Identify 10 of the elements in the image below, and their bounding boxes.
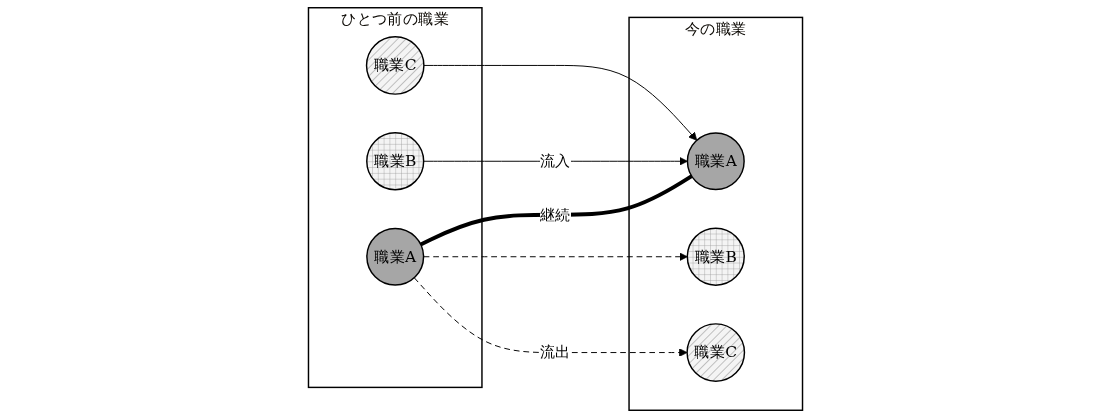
connector (419, 174, 693, 247)
edge-label: 継続 (540, 205, 571, 224)
node-circle: 職業C (365, 36, 425, 95)
node-circle: 職業B (686, 227, 745, 286)
node-circle: 職業C (686, 323, 746, 382)
node-circle: 職業A (366, 227, 425, 286)
edge-label: 流出 (540, 342, 571, 362)
node-circle: 職業B (366, 132, 425, 191)
edge-label: 流入 (540, 151, 571, 170)
node-circle: 職業A (686, 132, 745, 191)
